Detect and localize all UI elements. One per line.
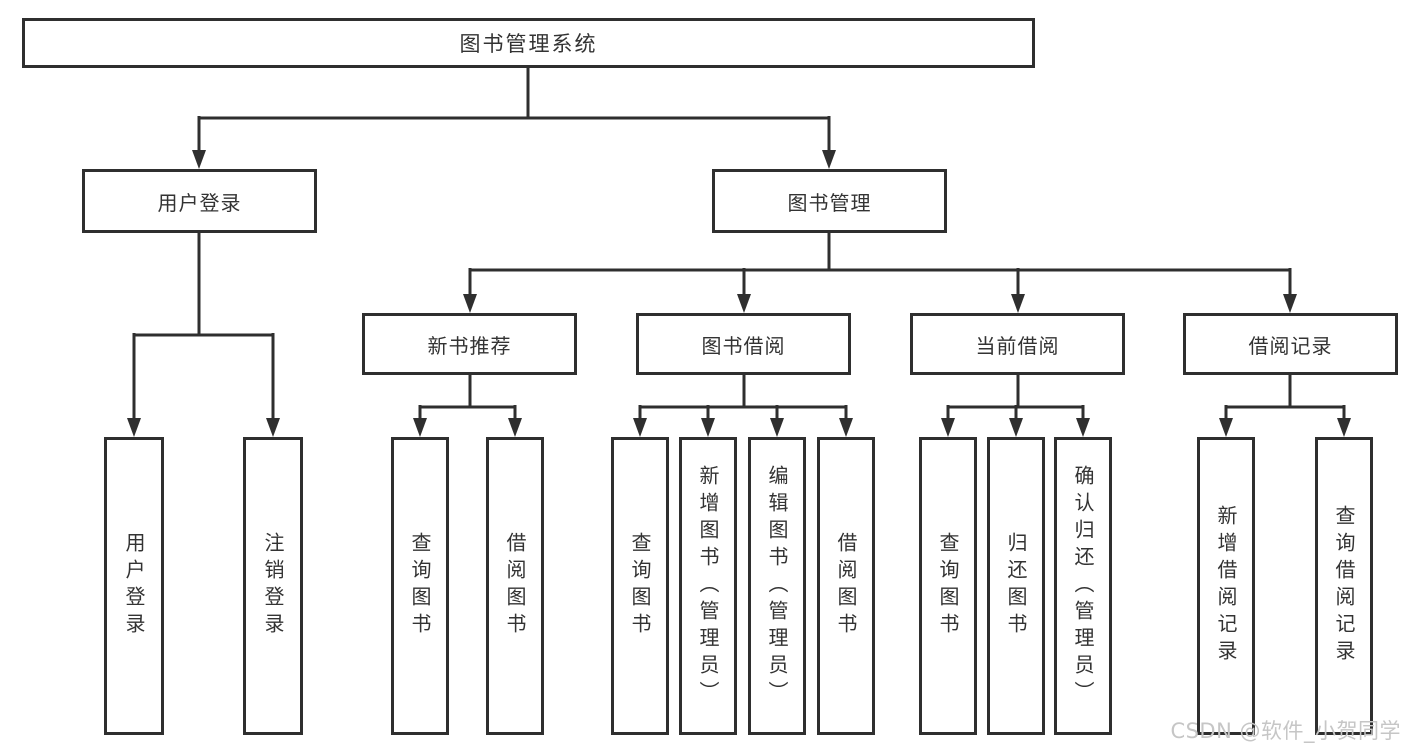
leaf-user-login: 用户登录	[104, 437, 164, 735]
node-new-book-recommend: 新书推荐	[362, 313, 577, 375]
node-user-login: 用户登录	[82, 169, 317, 233]
leaf-records-query-borrow-record: 查询借阅记录	[1315, 437, 1373, 735]
leaf-newbook-query-books: 查询图书	[391, 437, 449, 735]
leaf-current-query-books: 查询图书	[919, 437, 977, 735]
leaf-borrowing-add-books-admin: 新增图书（管理员）	[679, 437, 737, 735]
leaf-borrowing-edit-books-admin: 编辑图书（管理员）	[748, 437, 806, 735]
leaf-current-confirm-return-admin: 确认归还（管理员）	[1054, 437, 1112, 735]
node-current-borrowing: 当前借阅	[910, 313, 1125, 375]
leaf-records-add-borrow-record: 新增借阅记录	[1197, 437, 1255, 735]
leaf-borrowing-borrow-books: 借阅图书	[817, 437, 875, 735]
node-book-management-system: 图书管理系统	[22, 18, 1035, 68]
csdn-watermark: CSDN @软件_小贺同学	[1170, 719, 1401, 743]
leaf-logout: 注销登录	[243, 437, 303, 735]
node-book-management: 图书管理	[712, 169, 947, 233]
node-book-borrowing: 图书借阅	[636, 313, 851, 375]
leaf-borrowing-query-books: 查询图书	[611, 437, 669, 735]
leaf-newbook-borrow-books: 借阅图书	[486, 437, 544, 735]
node-borrowing-records: 借阅记录	[1183, 313, 1398, 375]
leaf-current-return-books: 归还图书	[987, 437, 1045, 735]
